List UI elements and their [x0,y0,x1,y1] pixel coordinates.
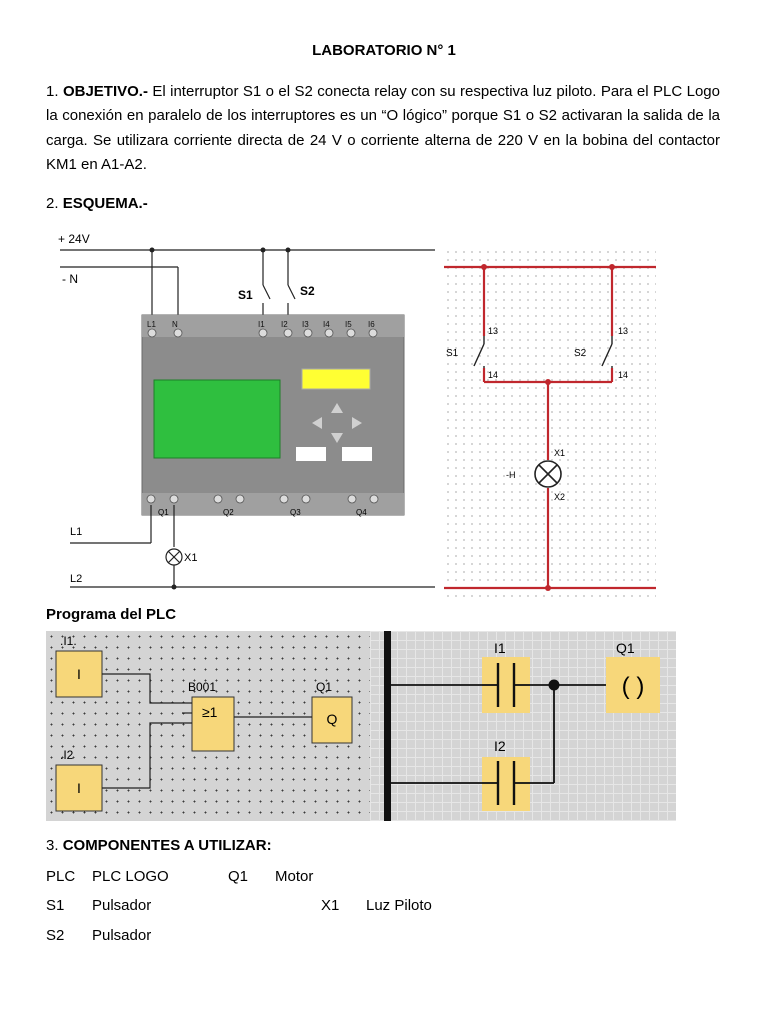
scheme-number: 2. [46,195,59,212]
objective-number: 1. [46,83,59,100]
circuit-s2-label: S2 [574,348,587,359]
supply-neutral-label: - N [62,272,78,286]
ladder-coil-symbol: ( ) [622,673,645,700]
page-title: LABORATORIO N° 1 [312,42,456,59]
lamp-terminal-x2: X2 [554,492,565,502]
electrical-circuit-diagram: S1 S2 13 14 13 14 -H X1 X2 [444,264,656,591]
lamp-tag: -H [506,470,516,480]
component-row: S2 Pulsador [46,927,726,947]
component-tag: S1 [46,897,65,914]
component-tag: S2 [46,927,65,944]
terminal-q1-label: Q1 [158,508,169,517]
component-row: PLC PLC LOGO Q1 Motor [46,868,726,888]
component-desc: PLC LOGO [92,868,169,885]
terminal-i4-label: I4 [323,320,330,329]
terminal-q3-label: Q3 [290,508,301,517]
terminal-i1-label: I1 [258,320,265,329]
plc-wiring-diagram: + 24V - N S1 S2 L1 N I1 I2 I3 I4 I5 I6 [58,232,435,590]
supply-plus-label: + 24V [58,232,90,246]
terminal-i6-label: I6 [368,320,375,329]
switch-s2-label: S2 [300,284,315,298]
ladder-contact2 [482,757,530,811]
fbd-gate-name: B001 [188,680,216,694]
components-heading-line: 3. COMPONENTES A UTILIZAR: [46,837,272,854]
plc-esc-key [301,368,371,390]
program-heading: Programa del PLC [46,606,177,623]
fbd-input1-block [55,650,103,698]
circuit-s1-label: S1 [446,348,459,359]
plc-display [153,379,281,459]
terminal-i2-label: I2 [281,320,288,329]
fbd-or-gate [191,696,235,752]
terminal-n-label: N [172,320,178,329]
fbd-input1-tag: .I1. [60,634,77,648]
objective-text: El interruptor S1 o el S2 conecta relay … [46,83,720,173]
component-desc: Pulsador [92,927,152,944]
lamp-terminal-x1: X1 [554,448,565,458]
ladder-power-rail [384,631,391,821]
fbd-input2-block [55,764,103,812]
scheme-heading-line: 2. ESQUEMA.- [46,195,148,212]
fbd-input2-symbol: I [77,780,81,796]
ladder-coil [606,657,660,713]
terminal-i3-label: I3 [302,320,309,329]
terminal-l1-label: L1 [147,320,156,329]
plc-key-ok [342,447,372,461]
ladder-contact1-label: I1 [494,640,506,656]
objective-heading: OBJETIVO.- [62,83,148,100]
line-l1-label: L1 [70,526,82,538]
ladder-junction [548,679,560,691]
circuit-lamp-icon [534,460,562,488]
s1-terminal-13: 13 [488,326,498,336]
terminal-q2-label: Q2 [223,508,234,517]
fbd-input1-symbol: I [77,666,81,682]
component-tag: Q1 [228,868,249,885]
components-heading: COMPONENTES A UTILIZAR: [62,837,272,854]
component-row: S1 Pulsador X1 Luz Piloto [46,897,726,917]
plc-logo-module: L1 N I1 I2 I3 I4 I5 I6 [141,314,405,517]
scheme-heading: ESQUEMA.- [62,195,148,212]
plc-key-left [296,447,326,461]
line-l2-label: L2 [70,573,82,585]
terminal-q4-label: Q4 [356,508,367,517]
plc-arrow-keys [312,403,362,443]
component-desc: Pulsador [92,897,152,914]
ladder-contact2-label: I2 [494,738,506,754]
fbd-output-block [311,696,353,744]
switch-s1-label: S1 [238,288,253,302]
component-desc: Luz Piloto [366,897,432,914]
fbd-or-symbol: ≥1 [202,704,218,720]
fbd-output-symbol: Q [327,711,338,727]
component-tag: X1 [321,897,340,914]
lamp-x1-label: X1 [184,552,197,564]
s1-terminal-14: 14 [488,370,498,380]
terminal-i5-label: I5 [345,320,352,329]
fbd-input2-tag: .I2 [60,748,74,762]
ladder-program-diagram: I1 I2 Q1 ( ) [384,631,660,821]
fbd-program-diagram: .I1. I .I2 I B001 ≥1 Q1 Q [55,634,353,812]
components-number: 3. [46,837,59,854]
component-tag: PLC [46,868,76,885]
fbd-output-tag: Q1 [316,680,332,694]
s2-terminal-14: 14 [618,370,628,380]
s2-terminal-13: 13 [618,326,628,336]
objective-paragraph: 1. OBJETIVO.- El interruptor S1 o el S2 … [46,80,720,177]
circuit-grid [444,248,656,598]
ladder-coil-label: Q1 [616,640,635,656]
component-desc: Motor [275,868,314,885]
